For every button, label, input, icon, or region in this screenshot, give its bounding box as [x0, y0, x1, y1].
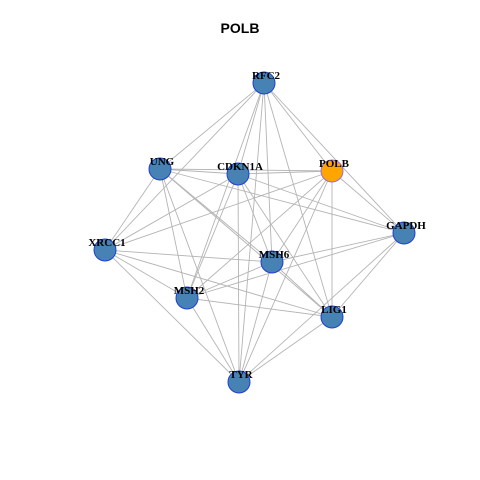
node-label-polb: POLB: [319, 158, 350, 170]
edge-rfc2-xrcc1: [104, 82, 265, 251]
edge-polb-msh2: [186, 170, 333, 299]
edge-xrcc1-msh2: [104, 249, 188, 299]
node-cdkn1a[interactable]: CDKN1A: [217, 161, 263, 186]
node-circle-rfc2[interactable]: [252, 71, 276, 95]
edge-lig1-tyr: [238, 316, 333, 383]
node-circle-cdkn1a[interactable]: [226, 162, 250, 186]
node-circle-ung[interactable]: [148, 157, 172, 181]
node-circle-msh6[interactable]: [260, 250, 284, 274]
edge-cdkn1a-msh2: [186, 173, 239, 299]
node-label-tyr: TYR: [229, 369, 253, 381]
edge-ung-msh2: [159, 168, 188, 299]
edge-layer: [104, 82, 405, 383]
node-gapdh[interactable]: GAPDH: [386, 220, 426, 245]
node-label-lig1: LIG1: [321, 304, 347, 316]
edge-rfc2-gapdh: [263, 82, 405, 234]
node-tyr[interactable]: TYR: [227, 369, 254, 394]
edge-ung-cdkn1a: [159, 168, 239, 175]
node-lig1[interactable]: LIG1: [320, 304, 347, 329]
node-circle-msh2[interactable]: [175, 286, 199, 310]
edge-ung-tyr: [159, 168, 240, 383]
edge-rfc2-lig1: [263, 82, 333, 318]
edge-xrcc1-msh6: [104, 249, 273, 263]
node-label-xrcc1: XRCC1: [88, 237, 125, 249]
node-msh6[interactable]: MSH6: [259, 249, 290, 274]
edge-msh6-lig1: [271, 261, 333, 318]
edge-polb-xrcc1: [104, 170, 333, 251]
node-ung[interactable]: UNG: [148, 156, 175, 181]
node-label-rfc2: RFC2: [252, 70, 281, 82]
edge-rfc2-cdkn1a: [237, 82, 265, 175]
node-circle-xrcc1[interactable]: [93, 238, 117, 262]
edge-rfc2-ung: [159, 82, 265, 170]
edge-ung-xrcc1: [104, 168, 161, 251]
edge-polb-gapdh: [331, 170, 405, 234]
node-label-cdkn1a: CDKN1A: [217, 161, 263, 173]
node-circle-gapdh[interactable]: [392, 221, 416, 245]
node-circle-lig1[interactable]: [320, 305, 344, 329]
edge-cdkn1a-gapdh: [237, 173, 405, 234]
edge-ung-lig1: [159, 168, 333, 318]
edge-rfc2-tyr: [238, 82, 265, 383]
node-circle-polb[interactable]: [320, 159, 344, 183]
edge-cdkn1a-msh6: [237, 173, 273, 263]
node-polb[interactable]: POLB: [319, 158, 350, 183]
node-rfc2[interactable]: RFC2: [252, 70, 281, 95]
node-label-msh2: MSH2: [174, 285, 205, 297]
edge-gapdh-msh6: [271, 232, 405, 263]
edge-xrcc1-lig1: [104, 249, 333, 318]
node-msh2[interactable]: MSH2: [174, 285, 205, 310]
edge-rfc2-msh2: [186, 82, 265, 299]
node-xrcc1[interactable]: XRCC1: [88, 237, 126, 262]
node-label-msh6: MSH6: [259, 249, 290, 261]
edge-cdkn1a-xrcc1: [104, 173, 239, 251]
edge-cdkn1a-tyr: [237, 173, 240, 383]
edge-gapdh-lig1: [331, 232, 405, 318]
node-label-ung: UNG: [150, 156, 175, 168]
edge-msh6-tyr: [238, 261, 273, 383]
edge-polb-tyr: [238, 170, 333, 383]
edge-xrcc1-tyr: [104, 249, 240, 383]
edge-msh2-tyr: [186, 297, 240, 383]
edge-gapdh-msh2: [186, 232, 405, 299]
edge-ung-gapdh: [159, 168, 405, 234]
edge-msh6-msh2: [186, 261, 273, 299]
edge-rfc2-polb: [263, 82, 333, 172]
graph-title: POLB: [220, 20, 260, 36]
node-circle-tyr[interactable]: [227, 370, 251, 394]
node-label-gapdh: GAPDH: [386, 220, 426, 232]
edge-rfc2-msh6: [263, 82, 273, 263]
edge-cdkn1a-polb: [237, 170, 333, 175]
edge-polb-msh6: [271, 170, 333, 263]
edge-msh2-lig1: [186, 297, 333, 318]
